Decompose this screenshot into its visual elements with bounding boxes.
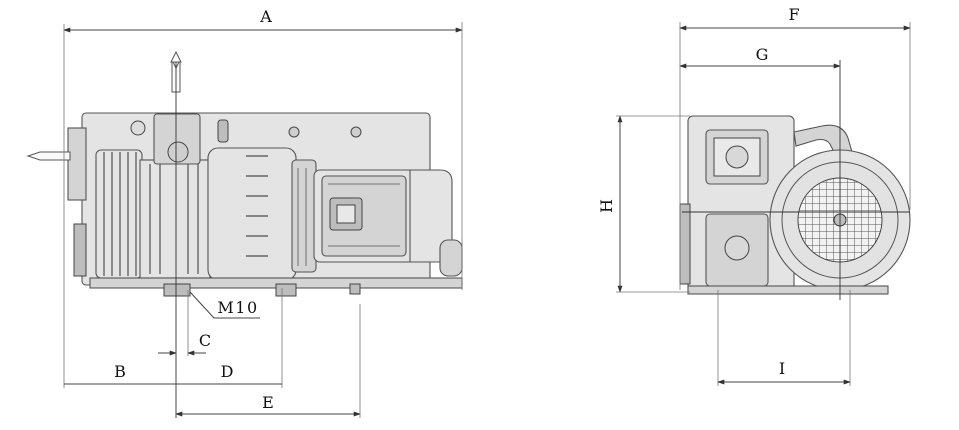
thread-label-m10: M10 bbox=[217, 298, 258, 317]
dimension-label-c: C bbox=[199, 331, 211, 350]
dimension-label-a: A bbox=[259, 7, 272, 26]
dimension-label-b: B bbox=[114, 362, 126, 381]
dimension-label-e: E bbox=[262, 393, 274, 412]
front-view bbox=[679, 60, 911, 300]
side-view bbox=[26, 50, 463, 418]
dimension-lines bbox=[63, 22, 911, 418]
dimension-label-f: F bbox=[788, 5, 799, 24]
dimension-label-d: D bbox=[221, 362, 234, 381]
dimension-label-g: G bbox=[756, 45, 769, 64]
dimension-label-h: H bbox=[597, 199, 616, 213]
dimension-label-i: I bbox=[779, 359, 785, 378]
